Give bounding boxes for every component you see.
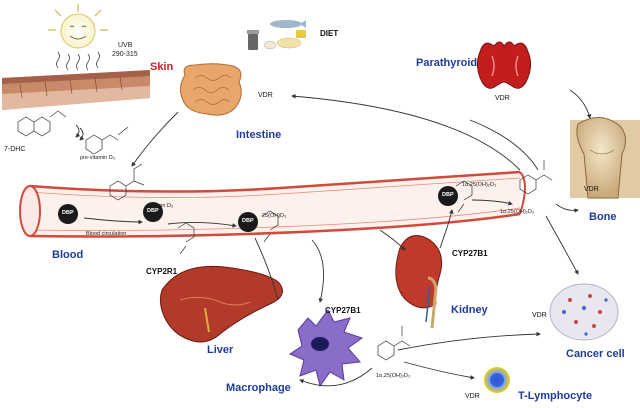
dbp-protein-1	[58, 204, 78, 224]
seven-dhc-label: 7-DHC	[4, 146, 26, 153]
dbp-label-2: DBP	[147, 208, 159, 214]
cyp27b1-kidney-label: CYP27B1	[452, 249, 488, 258]
calcitriol-top-label: 1α,25(OH)₂D₃	[462, 182, 497, 188]
dbp-label-1: DBP	[62, 210, 74, 216]
pathway-arrows	[75, 89, 592, 387]
pre-vitamin-d3-label: pre-vitamin D₃	[80, 155, 115, 161]
blood-label: Blood	[52, 249, 84, 261]
skin-label: Skin	[150, 61, 174, 73]
uv-rays-icon	[56, 51, 100, 71]
dbp-label-3: DBP	[242, 218, 254, 224]
kidney-icon	[395, 235, 443, 329]
bone-icon	[570, 117, 640, 199]
intestine-label: Intestine	[236, 129, 282, 141]
vdr-label-bone: VDR	[584, 186, 599, 193]
t-lymphocyte-icon	[484, 367, 510, 393]
parathyroid-icon	[476, 41, 532, 89]
cancer-cell-label: Cancer cell	[566, 348, 625, 360]
macrophage-label: Macrophage	[226, 382, 291, 394]
cyp2r1-label: CYP2R1	[146, 267, 178, 276]
t-lymphocyte-label: T-Lymphocyte	[518, 390, 593, 402]
kidney-label: Kidney	[451, 304, 488, 316]
molecule-sketches	[17, 110, 553, 361]
liver-icon	[159, 265, 283, 343]
diet-label: DIET	[320, 29, 339, 38]
vitamin-d3-label: vitamin D₃	[148, 203, 174, 209]
liver-label: Liver	[207, 344, 234, 356]
dbp-label-4: DBP	[442, 192, 454, 198]
calcitriol-right-label: 1α,25(OH)₂D₃	[500, 209, 535, 215]
sun-icon	[48, 4, 108, 49]
vdr-label-intestine: VDR	[258, 92, 273, 99]
dbp-protein-2	[143, 202, 163, 222]
calcitriol-bottom-label: 1α,25(OH)₂D₃	[376, 373, 411, 379]
calcidiol-label: 25(OH)D₃	[262, 213, 287, 219]
cancer-cell-icon	[549, 283, 619, 341]
blood-circulation-label: Blood circulation	[86, 231, 127, 237]
vdr-label-cancer-cell: VDR	[532, 312, 547, 319]
dbp-protein-4	[438, 186, 458, 206]
diet-icon	[247, 20, 306, 50]
cyp27b1-macrophage-label: CYP27B1	[325, 306, 361, 315]
vdr-label-parathyroid: VDR	[495, 95, 510, 102]
vdr-label-t-lymphocyte: VDR	[465, 393, 480, 400]
dbp-protein-3	[238, 212, 258, 232]
macrophage-icon	[288, 309, 364, 388]
uvb-label: UVB	[118, 42, 133, 49]
skin-icon	[2, 70, 150, 110]
bone-label: Bone	[589, 211, 617, 223]
uvb-range-label: 290-315	[112, 51, 138, 58]
intestine-icon	[179, 63, 242, 116]
parathyroid-label: Parathyroid	[416, 57, 478, 69]
